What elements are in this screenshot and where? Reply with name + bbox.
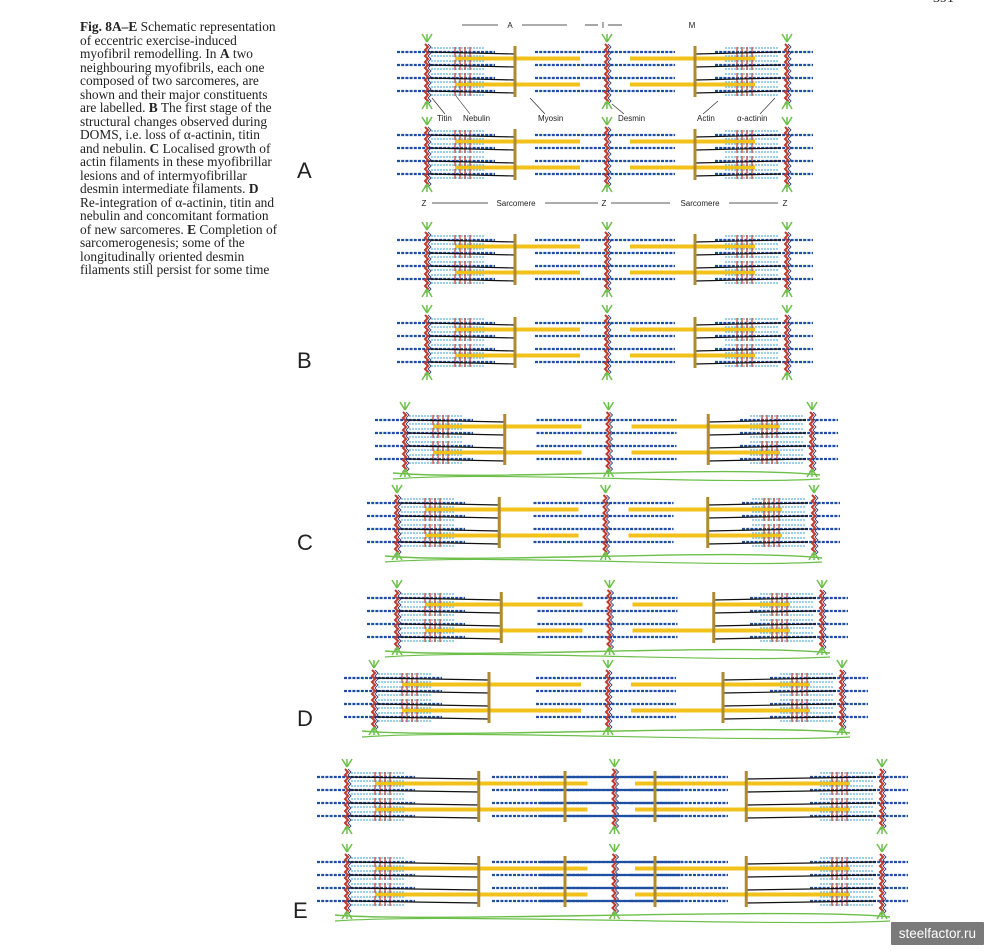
figure-caption: Fig. 8A–E Schematic representation of ec… [80,19,278,277]
z-label-1: Z [422,199,427,208]
myofibril [397,116,813,193]
myofibril [397,221,813,298]
sarcomere-scale: Z Sarcomere Z Sarcomere Z [422,199,788,208]
z-label-3: Z [783,199,788,208]
nebulin-label: Nebulin [463,114,490,123]
myofibril [367,484,840,565]
band-a-label: A [507,21,513,30]
myofibril [317,758,908,835]
sarcomere-label-1: Sarcomere [496,199,536,208]
m-line-label: M [689,21,696,30]
panel-letter-e: E [293,898,308,923]
myofibril [397,304,813,381]
page-number: 391 [933,0,954,7]
alpha-actinin-label: α-actinin [737,114,767,123]
panel-letter-d: D [297,706,313,731]
myofibril [317,843,908,924]
myofibril [397,33,813,110]
z-label-2: Z [602,199,607,208]
myosin-label: Myosin [538,114,563,123]
band-annotations: A I M [462,21,696,30]
sarcomere-label-2: Sarcomere [680,199,720,208]
band-i-label: I [602,21,604,30]
panel-letter-a: A [297,158,312,183]
constituent-labels: Titin Nebulin Myosin Desmin Actin α-acti… [431,95,776,123]
desmin-label: Desmin [618,114,645,123]
actin-label: Actin [697,114,715,123]
myofibril [375,401,838,482]
panels-layer [317,33,908,924]
watermark: steelfactor.ru [890,922,984,945]
panel-letter-b: B [297,348,312,373]
panel-letter-c: C [297,530,313,555]
myofibril [367,579,848,660]
titin-label: Titin [437,114,452,123]
myofibril [492,771,728,822]
myofibril [344,659,868,740]
myofibril [492,856,728,907]
